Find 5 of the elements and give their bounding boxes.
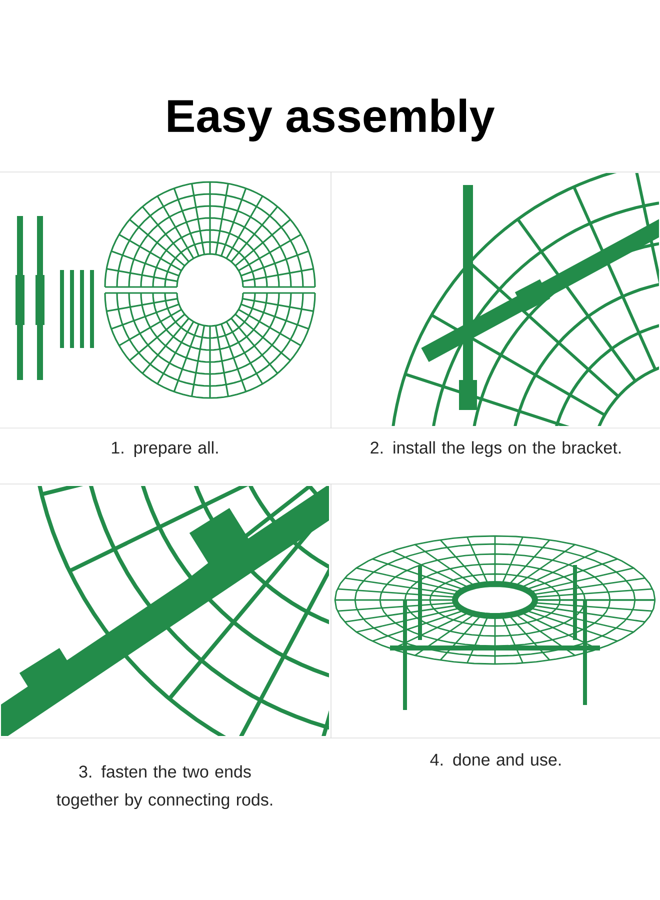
step-label: 1. prepare all.: [112, 441, 218, 458]
title: Easy assembly: [168, 98, 495, 142]
step-label: 3. fasten the two ends together by connecting rods.: [56, 765, 272, 810]
step-label: 2. install the legs on the bracket.: [370, 441, 621, 458]
step-label: 4. done and use.: [430, 753, 561, 766]
